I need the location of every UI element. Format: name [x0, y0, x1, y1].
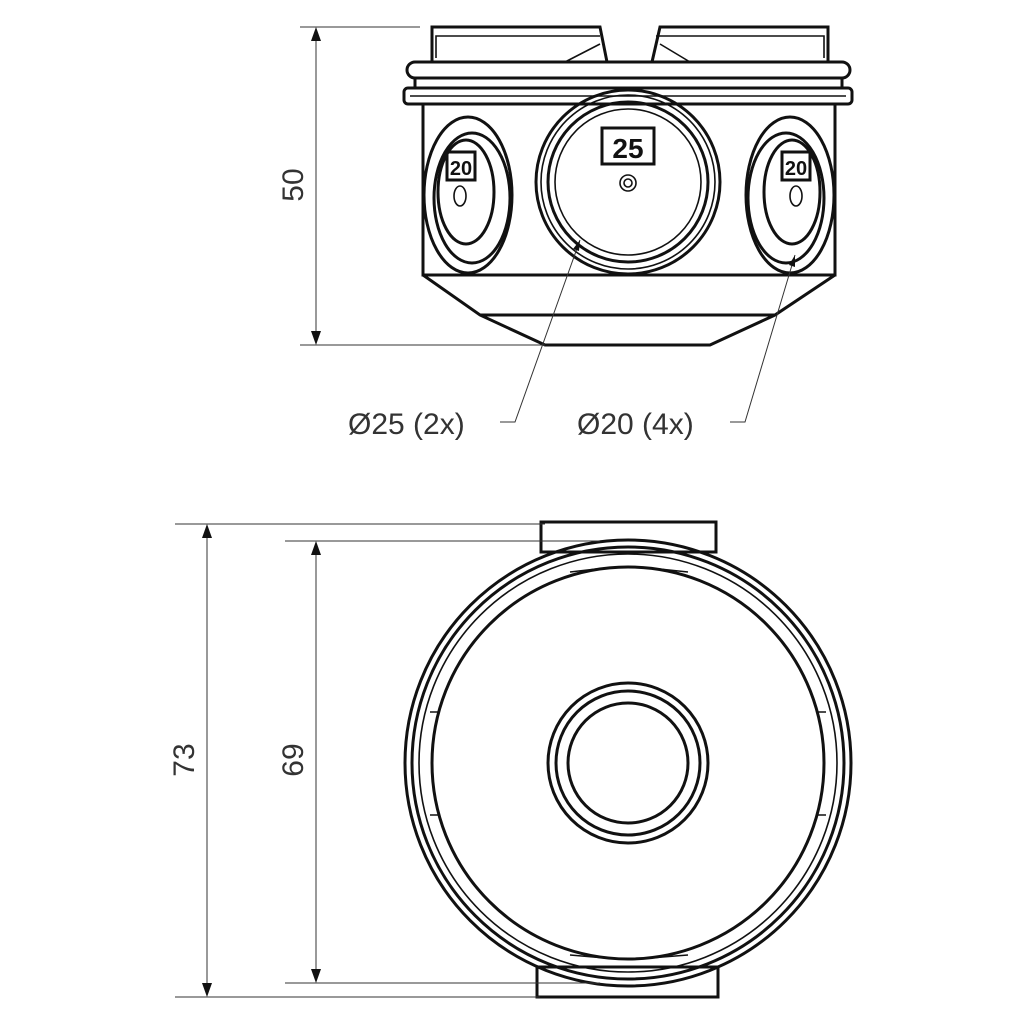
dimension-69: 69 [277, 540, 600, 984]
knockout-label-20-left: 20 [450, 158, 472, 180]
plan-view: 73 69 [168, 520, 853, 999]
entry-25-knockout: 25 [534, 88, 722, 276]
top-boss [430, 25, 830, 63]
dimension-73: 73 [168, 523, 545, 998]
top-tab [539, 520, 718, 554]
bottom-tab [535, 965, 720, 999]
entry-20-knockout-right: 20 [744, 115, 836, 275]
dimension-73-label: 73 [168, 743, 201, 776]
body [421, 102, 837, 277]
dimension-50: 50 [277, 26, 545, 346]
side-view: 25 20 20 50 [277, 25, 854, 441]
boss-detail [435, 35, 825, 63]
dimension-50-label: 50 [277, 168, 310, 201]
callout-20-label: Ø20 (4x) [577, 408, 694, 441]
callout-20: Ø20 (4x) [577, 254, 796, 441]
dimension-69-label: 69 [277, 743, 310, 776]
bottom-chamfer [422, 273, 836, 347]
center-hub [546, 681, 710, 845]
callout-25-label: Ø25 (2x) [348, 408, 465, 441]
knockout-label-25: 25 [612, 133, 643, 164]
knockout-label-20-right: 20 [785, 158, 807, 180]
callout-25: Ø25 (2x) [348, 239, 581, 441]
outer-rim [403, 538, 853, 988]
lid-band [405, 60, 852, 80]
entry-20-knockout-left: 20 [422, 115, 514, 275]
